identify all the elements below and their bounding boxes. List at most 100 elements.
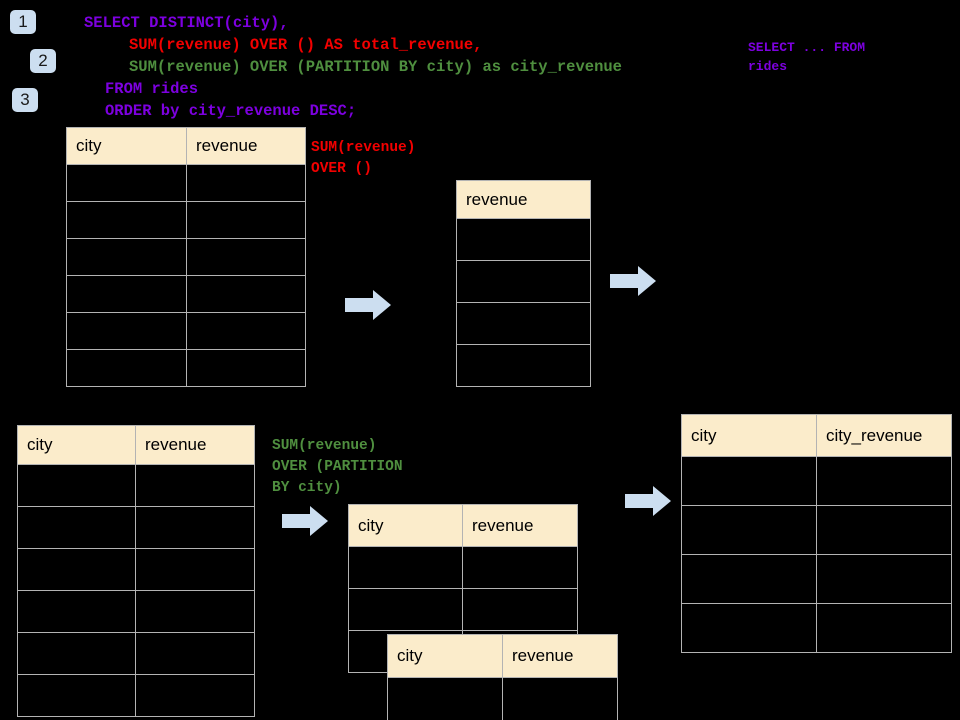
arrow-shaft bbox=[345, 298, 375, 312]
sql-line-from-rides: FROM rides bbox=[105, 80, 199, 98]
note-select-from-rides: SELECT ... FROM rides bbox=[748, 40, 866, 74]
sql-line-order-by: ORDER by city_revenue DESC; bbox=[105, 102, 357, 120]
step-badge-3: 3 bbox=[12, 88, 38, 112]
table-row bbox=[681, 603, 952, 653]
table-cell bbox=[816, 505, 952, 555]
table-cell bbox=[462, 546, 578, 589]
table-cell bbox=[17, 506, 136, 549]
arrow-head bbox=[310, 506, 328, 536]
table-row bbox=[17, 590, 255, 633]
table-row bbox=[17, 632, 255, 675]
table-cell bbox=[66, 349, 187, 387]
table-row bbox=[66, 201, 306, 239]
table-cell bbox=[186, 275, 306, 313]
table-row bbox=[17, 674, 255, 717]
table-cell bbox=[186, 201, 306, 239]
revenue-window-table: revenue bbox=[456, 180, 591, 387]
arrow-head bbox=[638, 266, 656, 296]
step-badge-1: 1 bbox=[10, 10, 36, 34]
sql-line-sum-over-empty: SUM(revenue) OVER () AS total_revenue, bbox=[129, 36, 483, 54]
table-cell bbox=[17, 464, 136, 507]
step-badge-2: 2 bbox=[30, 49, 56, 73]
arrow-head bbox=[653, 486, 671, 516]
column-header-city: city bbox=[681, 414, 817, 457]
column-header-city: city bbox=[387, 634, 503, 678]
table-cell bbox=[502, 677, 618, 720]
column-header-city: city bbox=[66, 127, 187, 165]
table-cell bbox=[456, 344, 591, 387]
arrow-shaft bbox=[282, 514, 312, 528]
column-header-revenue: revenue bbox=[462, 504, 578, 547]
table-row bbox=[456, 260, 591, 303]
table-row bbox=[17, 506, 255, 549]
column-header-revenue: revenue bbox=[456, 180, 591, 219]
table-cell bbox=[456, 218, 591, 261]
table-row bbox=[66, 164, 306, 202]
column-header-revenue: revenue bbox=[135, 425, 255, 465]
table-header-row: revenue bbox=[456, 180, 591, 219]
table-cell bbox=[816, 554, 952, 604]
table-row bbox=[456, 344, 591, 387]
table-cell bbox=[17, 632, 136, 675]
table-cell bbox=[816, 456, 952, 506]
table-cell bbox=[135, 632, 255, 675]
table-row bbox=[66, 349, 306, 387]
table-cell bbox=[681, 603, 817, 653]
arrow-source-to-partition bbox=[282, 506, 328, 536]
arrow-shaft bbox=[610, 274, 640, 288]
arrow-partition-to-result bbox=[625, 486, 671, 516]
table-cell bbox=[681, 554, 817, 604]
arrow-source-to-revenue bbox=[345, 290, 391, 320]
table-row bbox=[17, 548, 255, 591]
arrow-revenue-to-result bbox=[610, 266, 656, 296]
table-cell bbox=[135, 674, 255, 717]
table-cell bbox=[456, 260, 591, 303]
note-sum-over-empty: SUM(revenue) OVER () bbox=[311, 140, 416, 177]
table-row bbox=[456, 218, 591, 261]
table-cell bbox=[186, 238, 306, 276]
table-cell bbox=[348, 588, 463, 631]
column-header-revenue: revenue bbox=[502, 634, 618, 678]
table-cell bbox=[17, 674, 136, 717]
arrow-head bbox=[373, 290, 391, 320]
table-row bbox=[66, 275, 306, 313]
table-cell bbox=[66, 164, 187, 202]
table-cell bbox=[135, 506, 255, 549]
column-header-city: city bbox=[348, 504, 463, 547]
table-row bbox=[456, 302, 591, 345]
column-header-city_revenue: city_revenue bbox=[816, 414, 952, 457]
sql-line-select-distinct: SELECT DISTINCT(city), bbox=[84, 14, 289, 32]
table-cell bbox=[135, 548, 255, 591]
table-cell bbox=[135, 590, 255, 633]
table-row bbox=[66, 238, 306, 276]
sql-line-sum-over-partition: SUM(revenue) OVER (PARTITION BY city) as… bbox=[129, 58, 622, 76]
table-cell bbox=[387, 677, 503, 720]
table-cell bbox=[186, 164, 306, 202]
table-cell bbox=[348, 546, 463, 589]
column-header-city: city bbox=[17, 425, 136, 465]
table-cell bbox=[135, 464, 255, 507]
table-cell bbox=[66, 312, 187, 350]
column-header-revenue: revenue bbox=[186, 127, 306, 165]
table-row bbox=[681, 554, 952, 604]
table-row bbox=[681, 456, 952, 506]
table-cell bbox=[456, 302, 591, 345]
table-row bbox=[348, 546, 578, 589]
table-cell bbox=[462, 588, 578, 631]
table-row bbox=[348, 588, 578, 631]
arrow-shaft bbox=[625, 494, 655, 508]
table-cell bbox=[17, 590, 136, 633]
table-cell bbox=[66, 201, 187, 239]
note-sum-over-partition: SUM(revenue) OVER (PARTITION BY city) bbox=[272, 438, 403, 496]
table-cell bbox=[66, 238, 187, 276]
